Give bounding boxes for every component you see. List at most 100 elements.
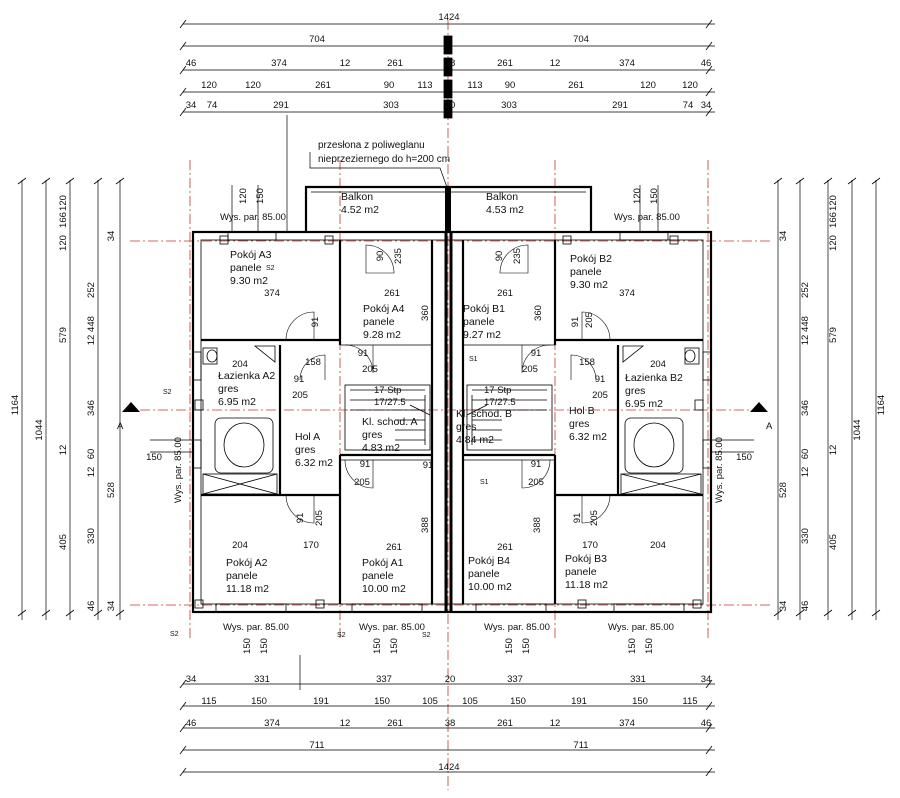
dimension-label: 150 — [510, 696, 526, 707]
room-area: 9.30 m2 — [570, 279, 608, 291]
dimension-label: 34 — [186, 100, 197, 111]
dimension-label: 12 — [340, 58, 351, 69]
dimension-label: 330 — [800, 528, 811, 544]
dimension-label: 46 — [186, 718, 197, 729]
dimension-label: 1164 — [10, 395, 21, 415]
dimension-label: 579 — [58, 327, 69, 343]
dimension-label: 12 — [828, 445, 839, 456]
interior-dimension-label: 90 — [494, 251, 505, 262]
dimension-label: 105 — [422, 696, 438, 707]
s2-marker: S2 — [266, 265, 275, 272]
interior-dimension-label: 205 — [522, 364, 538, 375]
dimension-label: 261 — [497, 58, 513, 69]
dimension-lines — [21, 23, 877, 773]
room-area: 6.32 m2 — [569, 431, 607, 443]
dimension-label: 115 — [201, 696, 216, 707]
interior-dimension-label: 205 — [584, 312, 595, 328]
dimension-label: 113 — [467, 80, 482, 91]
sill-height-label: Wys. par. 85.00 — [484, 622, 550, 633]
interior-dimension-label: 170 — [582, 540, 598, 551]
dimension-label: 1424 — [438, 12, 459, 23]
dimension-label: 105 — [462, 696, 478, 707]
room-name: Pokój A1 — [362, 557, 404, 569]
dimension-label: 12 — [86, 335, 97, 346]
room-area: 6.95 m2 — [625, 398, 663, 410]
dimension-label: 1044 — [852, 419, 863, 440]
dimension-label: 20 — [445, 674, 456, 685]
note-line-1: przesłona z poliweglanu — [318, 140, 425, 151]
dimension-label: 291 — [612, 100, 628, 111]
stairs-a-ratio: 17/27.5 — [374, 397, 406, 408]
window-height-label: 150 — [146, 452, 162, 463]
room-name: Kl. schod. B — [456, 408, 512, 420]
interior-dimension-label: 91 — [531, 459, 542, 470]
interior-dimension-label: 158 — [579, 357, 595, 368]
dimension-label: 331 — [630, 674, 646, 685]
window-height-label: 150 — [644, 638, 655, 654]
dimension-label: 1044 — [34, 419, 45, 440]
dimension-label: 34 — [778, 231, 789, 242]
dimension-label: 90 — [384, 80, 395, 91]
room-area: 4.84 m2 — [456, 434, 494, 446]
dimension-label: 337 — [507, 674, 523, 685]
dimension-label: 291 — [273, 100, 289, 111]
room-name: Łazienka B2 — [625, 372, 683, 384]
dimension-label: 261 — [315, 80, 331, 91]
sill-height-label: Wys. par. 85.00 — [359, 622, 425, 633]
window-height-label: 150 — [627, 638, 638, 654]
dimension-label: 12 — [550, 718, 561, 729]
dimension-label: 303 — [383, 100, 399, 111]
room-area: 11.18 m2 — [226, 583, 269, 595]
sill-height-label: Wys. par. 85.00 — [220, 212, 286, 223]
s2-marker: S2 — [422, 632, 431, 639]
room-area: 10.00 m2 — [362, 583, 406, 595]
toilet-b — [684, 347, 700, 365]
room-name: Łazienka A2 — [218, 370, 275, 382]
dimension-label: 120 — [58, 235, 69, 251]
interior-dimension-label: 204 — [232, 359, 248, 370]
windows — [192, 231, 712, 613]
dimension-label: 34 — [106, 601, 117, 612]
room-finish: gres — [569, 418, 589, 430]
sill-height-label: Wys. par. 85.00 — [223, 622, 289, 633]
interior-dimension-label: 91 — [595, 374, 606, 385]
dimension-label: 120 — [682, 80, 698, 91]
interior-dimension-label: 204 — [650, 540, 666, 551]
interior-dimension-label: 204 — [650, 359, 666, 370]
room-finish: panele — [362, 570, 394, 582]
dimension-label: 346 — [86, 400, 97, 416]
room-name: Pokój B3 — [565, 553, 607, 565]
dimension-label: 46 — [86, 601, 97, 612]
walls — [191, 185, 713, 614]
room-finish: panele — [565, 566, 597, 578]
marker-labels: S2 S2 S1 S1 S2 S2 S2 — [163, 265, 489, 639]
dimension-ticks — [17, 19, 881, 777]
room-finish: panele — [226, 570, 258, 582]
dimension-label: 20 — [445, 100, 456, 111]
room-area: 4.83 m2 — [362, 442, 400, 454]
interior-dimension-label: 91 — [358, 348, 369, 359]
window-height-label: 150 — [242, 638, 253, 654]
dimension-label: 120 — [245, 80, 261, 91]
dimension-label: 120 — [828, 195, 839, 211]
room-name: Pokój B2 — [570, 253, 612, 265]
s1-marker: S1 — [480, 479, 489, 486]
dimension-label: 120 — [58, 195, 69, 211]
interior-dimension-label: 91 — [310, 317, 321, 328]
interior-dimension-label: 261 — [384, 288, 400, 299]
interior-dimension-label: 261 — [497, 542, 513, 553]
dimension-label: 252 — [86, 282, 97, 298]
dimension-label: 374 — [264, 718, 280, 729]
dimension-label: 448 — [86, 316, 97, 332]
window-height-label: 150 — [649, 188, 660, 204]
interior-dimension-label: 91 — [423, 460, 434, 471]
dimension-label: 34 — [778, 601, 789, 612]
section-marker-label: A — [117, 421, 124, 432]
dimension-label: 34 — [186, 674, 197, 685]
